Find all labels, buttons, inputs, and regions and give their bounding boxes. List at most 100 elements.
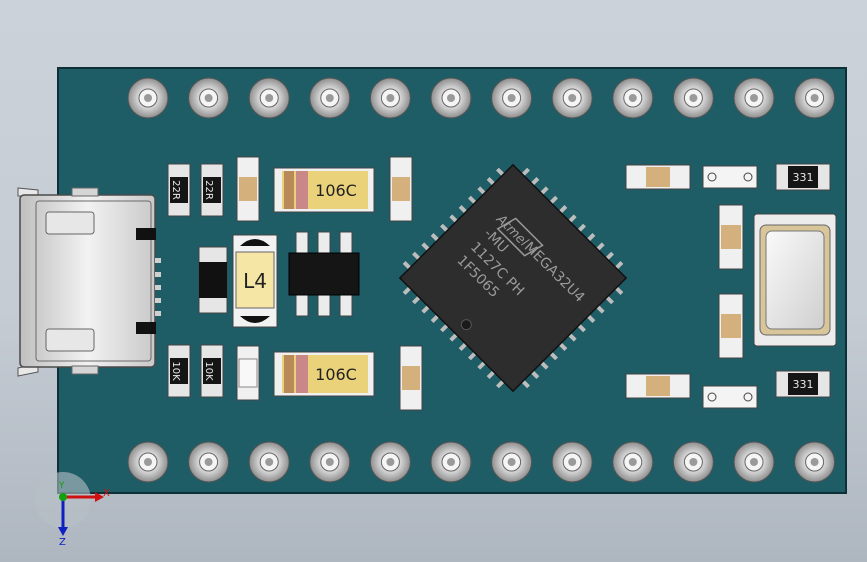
chip-pin <box>549 195 558 205</box>
resistor-label: 331 <box>793 171 814 184</box>
header-pad <box>430 77 472 119</box>
header-pad <box>794 77 836 119</box>
header-pad <box>127 77 169 119</box>
cap-label: 106C <box>315 365 357 384</box>
header-pad <box>551 441 593 483</box>
chip-pin <box>521 379 530 389</box>
header-pad <box>248 77 290 119</box>
pad-row-bottom <box>127 441 836 483</box>
resistor-r2: 22R <box>200 163 224 217</box>
chip-pin <box>540 186 549 195</box>
chip-pin <box>440 223 449 233</box>
chip-pin <box>486 370 496 379</box>
header-pad <box>369 77 411 119</box>
resistor-label: 10K <box>170 361 181 381</box>
chip-pin <box>430 233 440 242</box>
chip-pin <box>477 361 486 370</box>
chip-pin <box>496 379 505 389</box>
chip-pin <box>558 205 568 214</box>
chip-pin <box>586 233 596 242</box>
cap-small-3 <box>236 345 260 401</box>
chip-pin <box>458 205 468 214</box>
chip-pin <box>468 195 477 205</box>
chip-pin <box>486 177 496 186</box>
header-pad <box>188 77 230 119</box>
chip-pin <box>449 214 458 223</box>
chip-pin <box>558 342 568 351</box>
micro-usb-connector <box>17 187 161 377</box>
resistor-r3: 10K <box>167 344 191 398</box>
chip-pin <box>614 261 624 270</box>
chip-pin <box>586 314 596 323</box>
axis-z-label: Z <box>59 537 66 548</box>
cap-right-top <box>625 164 691 190</box>
chip-pin <box>614 286 624 295</box>
cap-small-1 <box>236 156 260 222</box>
resistor-label: 331 <box>793 378 814 391</box>
cap-crystal-1 <box>718 204 744 270</box>
cap-right-bottom <box>625 373 691 399</box>
led-bottom <box>702 385 758 409</box>
chip-pin <box>430 314 440 323</box>
chip-pin <box>596 242 605 251</box>
chip-pin <box>596 305 605 314</box>
header-pad <box>612 77 654 119</box>
chip-pin <box>458 342 468 351</box>
schottky-diode: L4 <box>232 234 278 328</box>
cap-small-4 <box>399 345 423 411</box>
resistor-331-top: 331 <box>775 163 831 191</box>
chip-pin <box>468 351 477 361</box>
pad-row-top <box>127 77 836 119</box>
chip-pin <box>477 186 486 195</box>
header-pad <box>127 441 169 483</box>
crystal-oscillator <box>753 213 837 347</box>
chip-pin <box>449 333 458 342</box>
chip-pin <box>605 251 614 261</box>
cap-label: 106C <box>315 181 357 200</box>
axis-x-label: X <box>103 488 110 499</box>
header-pad <box>309 441 351 483</box>
resistor-label: 22R <box>203 180 214 200</box>
polyfuse <box>198 246 228 314</box>
diode-label: L4 <box>243 269 267 293</box>
resistor-331-bottom: 331 <box>775 370 831 398</box>
chip-pin <box>412 251 421 261</box>
chip-pin <box>605 295 614 305</box>
led-top <box>702 165 758 189</box>
resistor-r4: 10K <box>200 344 224 398</box>
header-pad <box>672 77 714 119</box>
axis-triad: X Z Y <box>35 472 110 548</box>
header-pad <box>794 441 836 483</box>
tantalum-cap-bottom: 106C <box>273 351 375 397</box>
chip-pin <box>402 286 412 295</box>
chip-pin <box>496 167 505 177</box>
chip-pin <box>402 261 412 270</box>
chip-pin <box>412 295 421 305</box>
header-pad <box>612 441 654 483</box>
header-pad <box>733 77 775 119</box>
cap-small-2 <box>389 156 413 222</box>
chip-pin <box>577 223 586 233</box>
header-pad <box>188 441 230 483</box>
chip-pin <box>530 370 540 379</box>
chip-pin <box>568 333 577 342</box>
chip-pin <box>521 167 530 177</box>
resistor-label: 10K <box>203 361 214 381</box>
chip-pin <box>568 214 577 223</box>
resistor-r1: 22R <box>167 163 191 217</box>
chip-pin <box>549 351 558 361</box>
resistor-label: 22R <box>170 180 181 200</box>
header-pad <box>551 77 593 119</box>
header-pad <box>369 441 411 483</box>
chip-pin <box>540 361 549 370</box>
header-pad <box>491 441 533 483</box>
header-pad <box>430 441 472 483</box>
cap-crystal-2 <box>718 293 744 359</box>
header-pad <box>309 77 351 119</box>
chip-pin <box>440 323 449 333</box>
header-pad <box>672 441 714 483</box>
chip-pin <box>530 177 540 186</box>
header-pad <box>491 77 533 119</box>
axis-y-label: Y <box>58 481 65 491</box>
